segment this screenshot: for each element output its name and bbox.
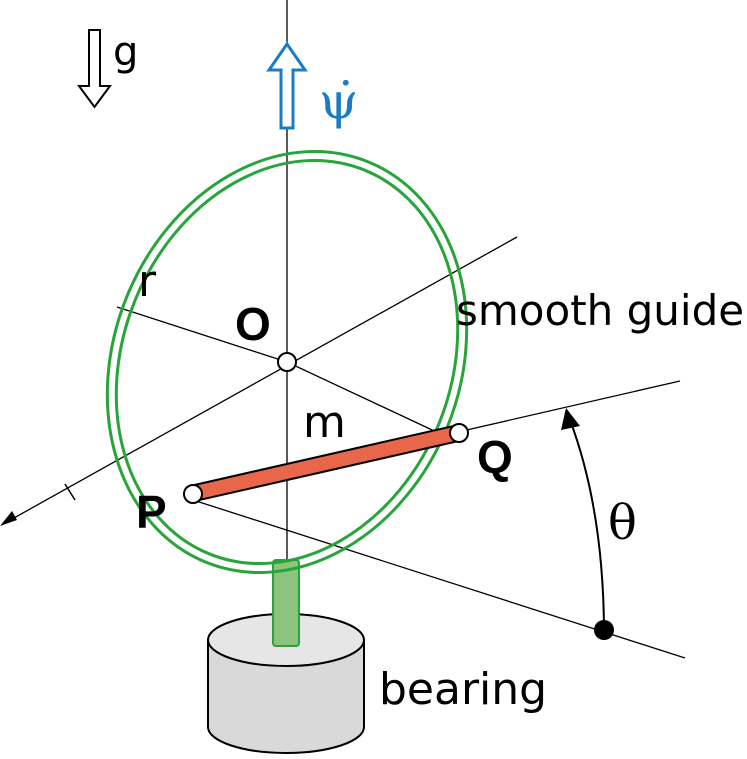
point-p (183, 484, 203, 504)
mass-label: m (303, 397, 346, 448)
point-q (449, 423, 469, 443)
theta-label: θ (608, 495, 637, 551)
spin-rate-label: ψ̇ (319, 72, 358, 130)
p-label: P (136, 486, 167, 538)
q-label: Q (477, 431, 513, 483)
smooth-guide-label: smooth guide (456, 286, 744, 335)
rod-direction-line (457, 380, 681, 433)
radius-label: r (138, 256, 157, 307)
theta-arrowhead (561, 408, 580, 430)
gravity-label: g (113, 29, 138, 75)
spin-rate-arrow (266, 41, 308, 130)
gravity-arrow (77, 29, 112, 109)
bearing-label: bearing (379, 664, 547, 715)
axis-tick (64, 483, 76, 501)
theta-pivot-dot (594, 620, 614, 640)
guide-axis-line (4, 236, 518, 524)
radius-line (116, 306, 288, 363)
point-o (277, 352, 297, 372)
diameter-line (286, 361, 446, 437)
center-label: O (235, 298, 271, 350)
guide-axis-arrowhead (0, 511, 17, 526)
theta-arc (569, 419, 605, 629)
